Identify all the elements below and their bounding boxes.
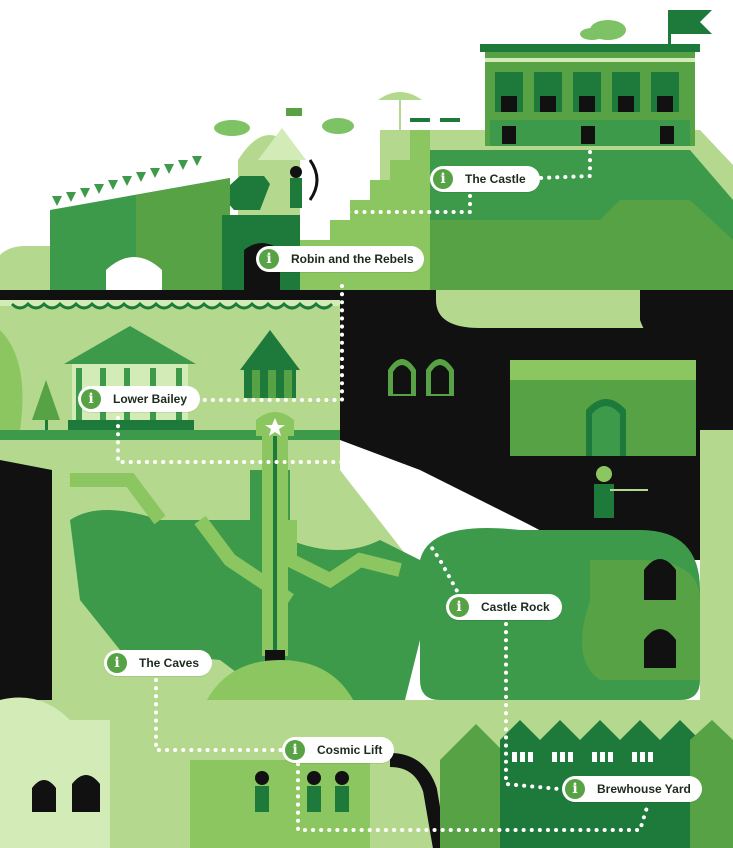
location-label-brewhouse-yard[interactable]: i Brewhouse Yard: [562, 776, 702, 802]
location-name: The Castle: [465, 172, 526, 186]
location-label-the-caves[interactable]: i The Caves: [104, 650, 212, 676]
gatehouse: [510, 360, 696, 456]
dark-terrain: [0, 290, 733, 560]
location-label-robin-and-the-rebels[interactable]: i Robin and the Rebels: [256, 246, 424, 272]
castle-building: [480, 44, 700, 146]
gothic-window: [644, 559, 676, 668]
location-name: The Caves: [139, 656, 200, 670]
info-icon: i: [259, 249, 279, 269]
info-icon: i: [81, 389, 101, 409]
location-name: Lower Bailey: [113, 392, 188, 406]
location-label-the-castle[interactable]: i The Castle: [430, 166, 540, 192]
location-label-lower-bailey[interactable]: i Lower Bailey: [78, 386, 200, 412]
info-icon: i: [433, 169, 453, 189]
gothic-window: [388, 359, 454, 396]
info-icon: i: [107, 653, 127, 673]
location-name: Cosmic Lift: [317, 743, 383, 757]
gothic-window: [32, 775, 100, 812]
info-icon: i: [285, 740, 305, 760]
location-label-cosmic-lift[interactable]: i Cosmic Lift: [282, 737, 394, 763]
striped-tent: [240, 330, 300, 398]
castle-flag: [668, 10, 712, 50]
location-name: Brewhouse Yard: [597, 782, 691, 796]
archer-figure: [594, 461, 648, 518]
location-name: Robin and the Rebels: [291, 252, 414, 266]
bunting: [52, 156, 202, 206]
location-name: Castle Rock: [481, 600, 550, 614]
info-icon: i: [449, 597, 469, 617]
archer-figure-top: [220, 159, 319, 210]
left-hill: [0, 245, 50, 290]
location-label-castle-rock[interactable]: i Castle Rock: [446, 594, 562, 620]
people-figures: [255, 771, 349, 812]
cave-region: [70, 470, 420, 720]
cafe-umbrella: [378, 92, 460, 132]
info-icon: i: [565, 779, 585, 799]
cloud-icon: [214, 20, 626, 136]
tree-icon: [0, 330, 60, 436]
